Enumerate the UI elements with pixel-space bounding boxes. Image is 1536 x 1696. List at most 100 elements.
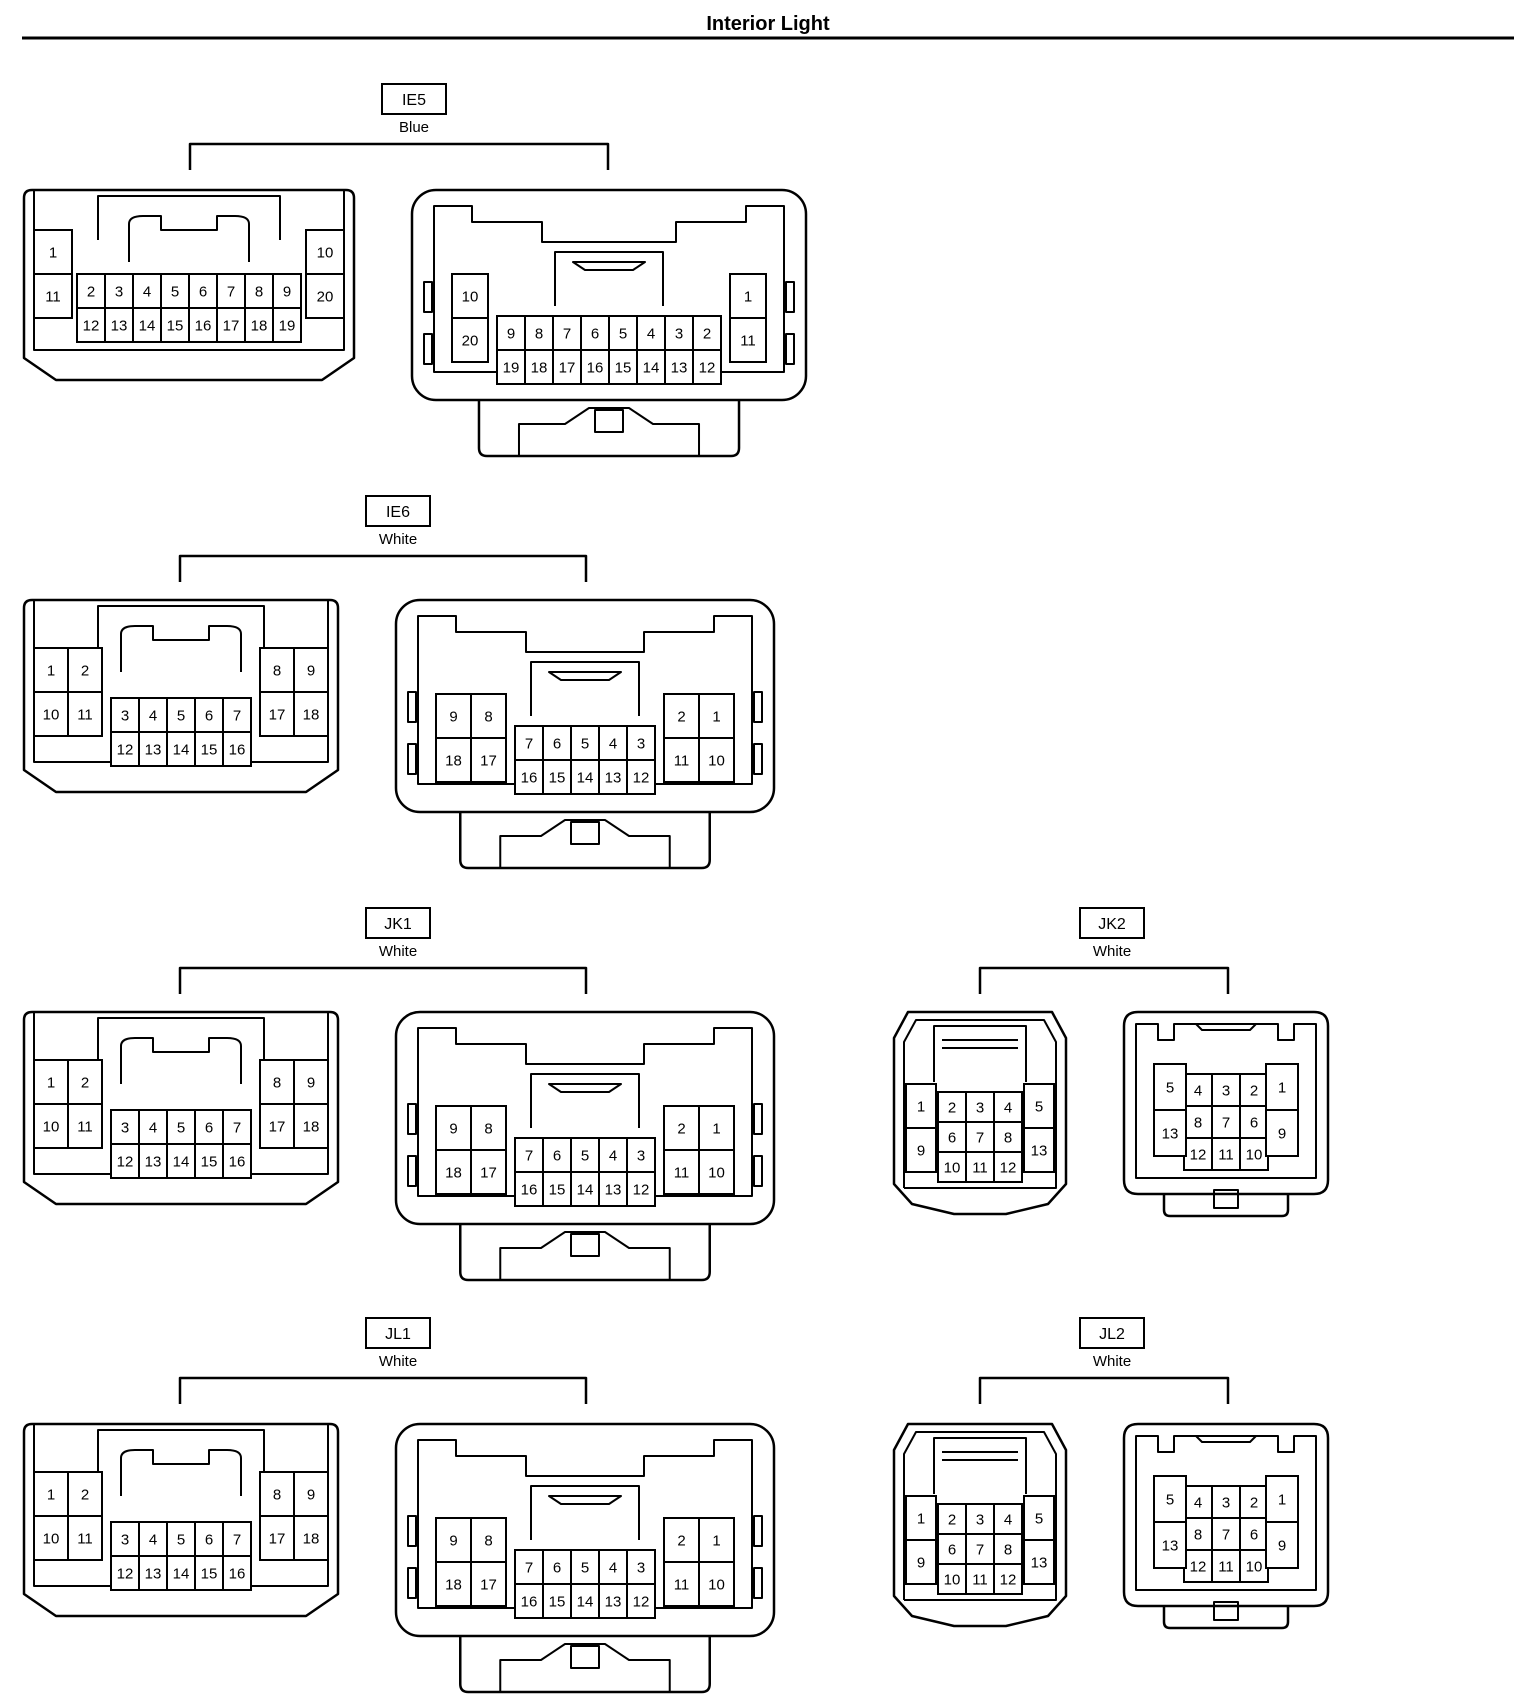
side-rib <box>407 1515 417 1547</box>
pin-number: 12 <box>633 1181 650 1198</box>
pin-number: 6 <box>553 1147 561 1164</box>
pin-number: 8 <box>484 708 492 725</box>
pin-number: 11 <box>77 706 93 723</box>
pin-number: 8 <box>484 1120 492 1137</box>
pin-number: 8 <box>484 1532 492 1549</box>
pin-number: 7 <box>525 1147 533 1164</box>
lock-tab <box>477 400 741 458</box>
pin-number: 18 <box>303 1530 320 1547</box>
pin-number: 1 <box>47 662 55 679</box>
pin-number: 11 <box>740 332 756 349</box>
pin-number: 13 <box>111 317 128 334</box>
lock-rail <box>499 1231 671 1280</box>
pin-cell <box>552 315 582 351</box>
pin-number: 5 <box>1166 1491 1174 1508</box>
connector-id-box <box>381 83 447 115</box>
pin-number: 1 <box>47 1074 55 1091</box>
latch-frame <box>97 1017 265 1062</box>
pin-number: 1 <box>712 708 720 725</box>
lock-button <box>570 1233 600 1257</box>
pin-cell <box>293 691 329 737</box>
pin-number: 19 <box>503 359 520 376</box>
connector-color: White <box>379 1353 417 1370</box>
connector-id-box <box>365 495 431 527</box>
housing <box>1122 1010 1330 1196</box>
pin-cell <box>166 1521 196 1557</box>
pin-number: 18 <box>445 1576 462 1593</box>
pin-number: 7 <box>976 1129 984 1146</box>
latch-frame <box>97 1429 265 1474</box>
pin-cell <box>1023 1539 1055 1585</box>
pin-number: 18 <box>531 359 548 376</box>
pin-cell <box>470 737 507 783</box>
side-rib <box>407 1567 417 1599</box>
pin-cell <box>698 693 735 739</box>
pair-bracket <box>178 554 588 582</box>
pin-number: 7 <box>525 1559 533 1576</box>
pin-cell <box>160 307 190 343</box>
pin-number: 1 <box>917 1098 925 1115</box>
pin-number: 17 <box>480 1164 497 1181</box>
pin-number: 9 <box>307 1074 315 1091</box>
pin-cell <box>663 737 700 783</box>
pin-number: 12 <box>1190 1558 1207 1575</box>
pin-number: 16 <box>195 317 212 334</box>
pin-cell <box>698 737 735 783</box>
pin-cell <box>608 349 638 385</box>
inner-wall <box>417 1027 753 1197</box>
pin-number: 14 <box>173 1153 190 1170</box>
pin-number: 18 <box>251 317 268 334</box>
pin-cell <box>1211 1517 1241 1551</box>
pin-cell <box>305 229 345 275</box>
pin-cell <box>570 1549 600 1585</box>
latch-frame <box>933 1025 1027 1082</box>
pin-number: 11 <box>972 1159 988 1176</box>
pin-number: 20 <box>317 288 334 305</box>
pin-cell <box>293 1515 329 1561</box>
pin-number: 15 <box>201 1565 218 1582</box>
pin-number: 10 <box>43 1118 60 1135</box>
pin-number: 11 <box>674 1164 690 1181</box>
pin-number: 13 <box>145 741 162 758</box>
pin-number: 5 <box>581 1559 589 1576</box>
pin-number: 1 <box>917 1510 925 1527</box>
pin-number: 8 <box>273 1486 281 1503</box>
pin-cell <box>451 273 489 319</box>
pin-cell <box>222 697 252 733</box>
pin-number: 18 <box>445 1164 462 1181</box>
pin-number: 8 <box>1194 1526 1202 1543</box>
pin-number: 5 <box>1166 1079 1174 1096</box>
pin-cell <box>570 1137 600 1173</box>
pin-number: 4 <box>149 1119 157 1136</box>
housing <box>22 188 356 382</box>
pin-number: 17 <box>269 706 286 723</box>
pin-number: 11 <box>77 1530 93 1547</box>
pin-number: 1 <box>712 1532 720 1549</box>
pin-cell <box>259 647 295 693</box>
pin-number: 6 <box>591 325 599 342</box>
pin-cell <box>470 1149 507 1195</box>
pin-cell <box>33 229 73 275</box>
pin-number: 3 <box>675 325 683 342</box>
pin-number: 13 <box>1031 1554 1048 1571</box>
pin-number: 7 <box>525 735 533 752</box>
pin-number: 15 <box>549 1593 566 1610</box>
pin-number: 7 <box>227 283 235 300</box>
key-frame <box>530 661 640 716</box>
pin-number: 2 <box>677 708 685 725</box>
pin-cell <box>1023 1495 1055 1541</box>
pin-number: 4 <box>1004 1511 1012 1528</box>
pin-number: 2 <box>703 325 711 342</box>
pin-number: 13 <box>1031 1142 1048 1159</box>
connector-id-box <box>365 1317 431 1349</box>
side-rib <box>753 743 763 775</box>
pin-number: 2 <box>677 1532 685 1549</box>
pin-number: 14 <box>577 1181 594 1198</box>
pin-number: 1 <box>744 288 752 305</box>
pin-number: 10 <box>708 1576 725 1593</box>
